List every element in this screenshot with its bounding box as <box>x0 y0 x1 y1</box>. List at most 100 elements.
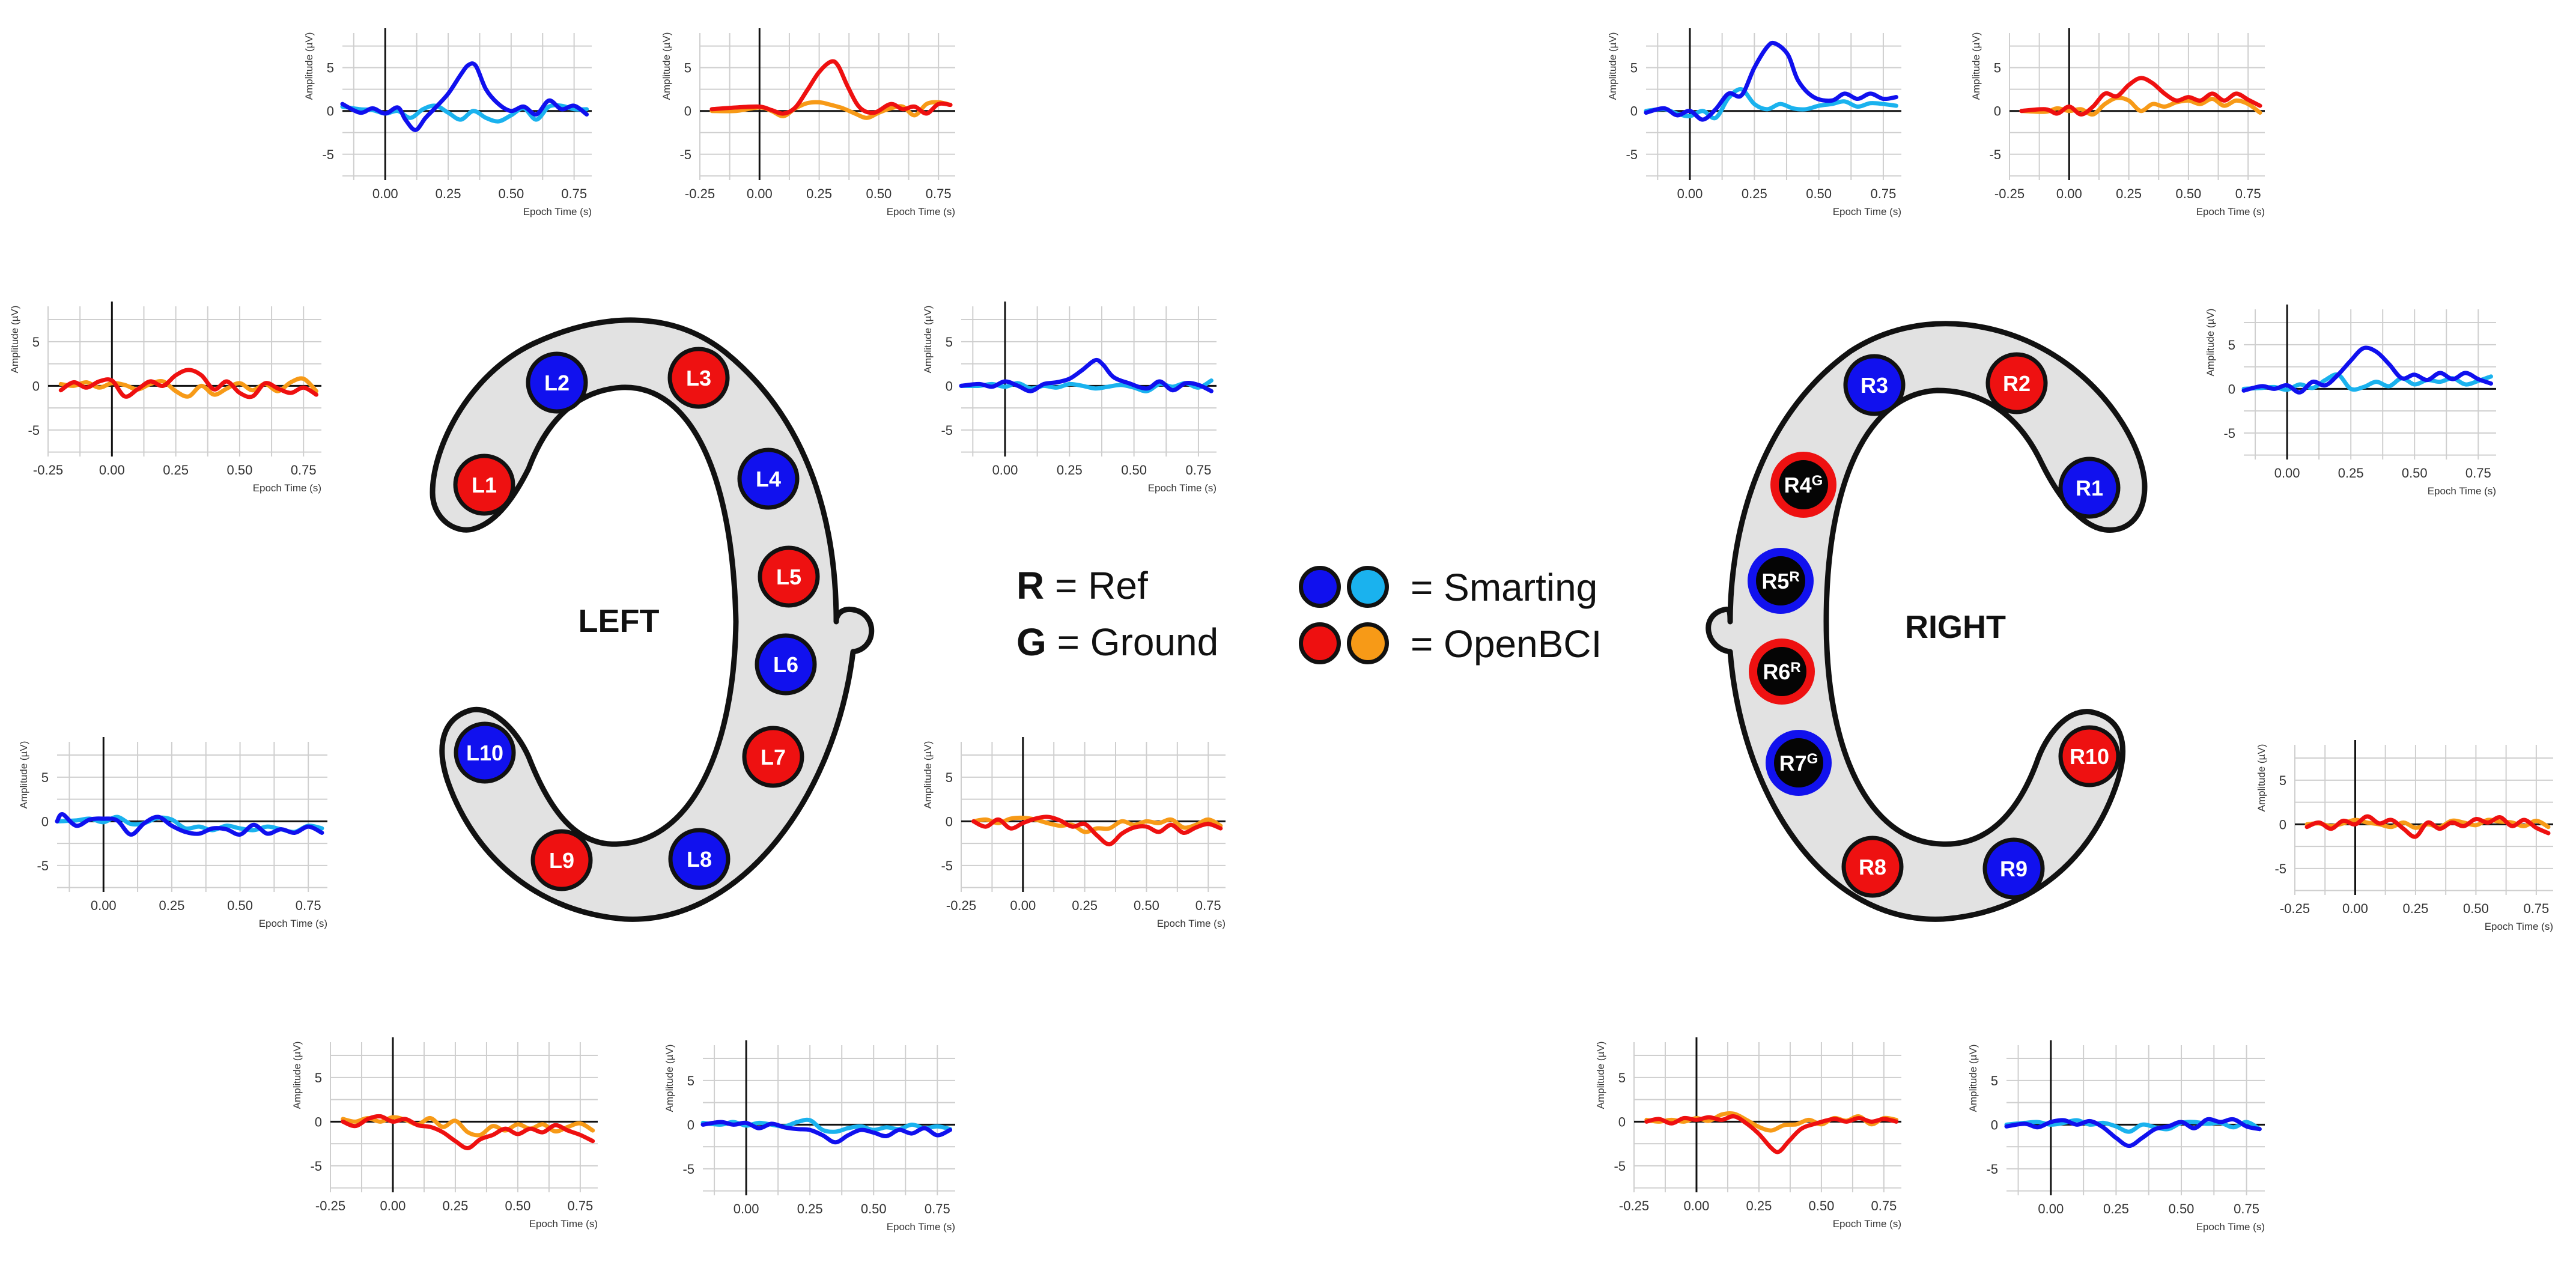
series-line <box>959 378 1214 393</box>
x-axis-label: Epoch Time (s) <box>523 206 592 217</box>
y-axis-label: Amplitude (µV) <box>922 741 934 809</box>
y-tick-label: -5 <box>941 423 953 438</box>
y-tick-label: 0 <box>946 378 953 393</box>
x-axis-label: Epoch Time (s) <box>887 1221 955 1233</box>
x-tick-label: 0.75 <box>926 186 952 201</box>
left-device-label: LEFT <box>579 603 660 639</box>
series-line <box>1644 40 1898 122</box>
y-tick-label: 5 <box>1991 1073 1998 1088</box>
x-tick-label: -0.25 <box>2280 901 2310 916</box>
y-tick-label: 0 <box>41 814 49 829</box>
x-axis-label: Epoch Time (s) <box>2196 206 2265 217</box>
electrode-label: R3 <box>1861 373 1888 398</box>
x-tick-label: 0.50 <box>1134 898 1159 913</box>
x-tick-label: 0.75 <box>1186 463 1212 478</box>
x-tick-label: 0.50 <box>1806 186 1832 201</box>
x-axis-label: Epoch Time (s) <box>2485 921 2553 932</box>
y-tick-label: -5 <box>941 858 953 873</box>
electrode-l3 <box>667 347 730 409</box>
y-tick-label: 0 <box>2279 817 2286 832</box>
electrode-label: L5 <box>776 565 801 589</box>
y-tick-label: 5 <box>687 1073 694 1088</box>
y-tick-label: 5 <box>327 61 334 76</box>
legend-openbci-dot-light <box>1347 622 1389 664</box>
y-axis-label: Amplitude (µV) <box>1595 1042 1606 1109</box>
electrode-label: L8 <box>687 847 712 872</box>
x-tick-label: 0.25 <box>2403 901 2429 916</box>
series-line <box>709 59 953 116</box>
x-tick-label: 0.00 <box>2038 1201 2064 1216</box>
x-tick-label: 0.75 <box>1195 898 1221 913</box>
x-tick-label: 0.00 <box>1677 186 1703 201</box>
y-tick-label: 0 <box>2228 381 2235 396</box>
electrode-l9 <box>530 829 593 891</box>
x-tick-label: 0.00 <box>1684 1198 1710 1213</box>
electrode-r7 <box>1766 730 1832 796</box>
electrode-label: R10 <box>2070 744 2109 769</box>
x-tick-label: 0.50 <box>866 186 892 201</box>
y-tick-label: -5 <box>2223 426 2235 441</box>
series-line <box>341 1115 595 1138</box>
y-tick-label: 5 <box>2279 773 2286 788</box>
legend-ground-key: G <box>1016 620 1046 664</box>
electrode-l7 <box>742 726 804 788</box>
electrode-label: L10 <box>466 741 503 765</box>
y-tick-label: 0 <box>687 1117 694 1132</box>
y-tick-label: -5 <box>28 423 40 438</box>
x-tick-label: 0.00 <box>372 186 398 201</box>
y-tick-label: 5 <box>946 770 953 785</box>
x-tick-label: 0.00 <box>380 1198 406 1213</box>
series-line <box>340 61 589 132</box>
y-axis-label: Amplitude (µV) <box>2205 309 2216 377</box>
electrode-l5 <box>758 545 820 608</box>
electrode-label: L1 <box>472 473 497 497</box>
y-tick-label: -5 <box>310 1159 322 1174</box>
series-line <box>58 368 318 399</box>
y-tick-label: 0 <box>1991 1117 1998 1132</box>
x-tick-label: 0.25 <box>806 186 832 201</box>
x-axis-label: Epoch Time (s) <box>529 1218 598 1230</box>
electrode-r2 <box>1985 352 2048 414</box>
x-tick-label: 0.50 <box>2175 186 2201 201</box>
y-tick-label: 5 <box>1994 61 2001 76</box>
series-line <box>58 376 318 399</box>
y-tick-label: 0 <box>1618 1114 1626 1129</box>
electrode-r6 <box>1749 639 1815 705</box>
y-tick-label: 0 <box>946 814 953 829</box>
electrode-r3 <box>1843 354 1906 416</box>
x-tick-label: 0.00 <box>2342 901 2368 916</box>
electrode-label: R8 <box>1859 855 1886 879</box>
electrode-l6 <box>755 633 817 696</box>
y-axis-label: Amplitude (µV) <box>661 32 672 100</box>
legend-ground-text: = Ground <box>1046 620 1219 664</box>
x-tick-label: 0.50 <box>2169 1201 2195 1216</box>
legend-smarting-dot-light <box>1347 566 1389 608</box>
series-line <box>1644 1114 1899 1154</box>
y-tick-label: -5 <box>1614 1159 1626 1174</box>
electrode-l1 <box>453 454 515 516</box>
x-tick-label: 0.25 <box>2338 466 2364 481</box>
x-tick-label: 0.00 <box>2056 186 2082 201</box>
x-tick-label: 0.75 <box>2235 186 2261 201</box>
electrode-label: R2 <box>2003 371 2031 396</box>
x-tick-label: 0.25 <box>797 1201 823 1216</box>
x-axis-label: Epoch Time (s) <box>2428 485 2496 497</box>
y-tick-label: -5 <box>2274 861 2286 876</box>
y-tick-label: 5 <box>1618 1070 1626 1085</box>
x-tick-label: 0.50 <box>2402 466 2428 481</box>
x-tick-label: 0.00 <box>2274 466 2300 481</box>
y-tick-label: 5 <box>1630 61 1638 76</box>
x-tick-label: -0.25 <box>946 898 976 913</box>
series-line <box>2004 1117 2262 1148</box>
y-axis-label: Amplitude (µV) <box>9 306 20 374</box>
x-axis-label: Epoch Time (s) <box>253 482 321 494</box>
x-tick-label: 0.50 <box>2463 901 2489 916</box>
